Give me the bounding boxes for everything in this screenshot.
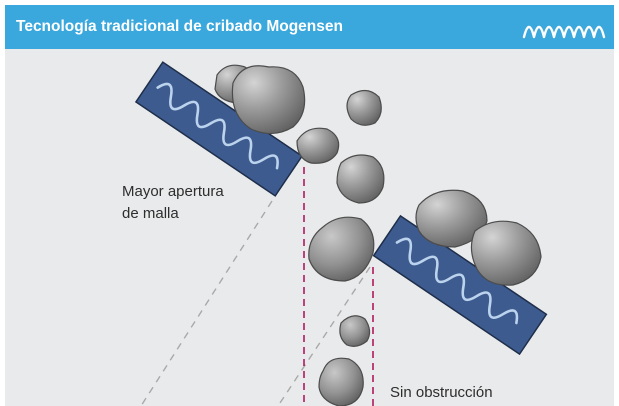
rock — [336, 154, 385, 204]
lower-deck-wave — [395, 237, 519, 325]
rock — [346, 89, 382, 126]
gray-dashed-line-left — [140, 200, 273, 406]
rocks — [214, 64, 542, 406]
rock — [296, 127, 340, 164]
rock — [470, 220, 542, 286]
gray-dashed-line-right — [277, 266, 371, 406]
guide-lines — [140, 167, 374, 406]
larger-mesh-label-line2: de malla — [122, 205, 179, 222]
header-title: Tecnología tradicional de cribado Mogens… — [16, 18, 343, 35]
diagram-panel: Tecnología tradicional de cribado Mogens… — [5, 5, 614, 406]
upper-deck-wave — [156, 82, 279, 170]
lower-screen-deck — [372, 214, 548, 356]
rock — [339, 315, 371, 347]
upper-screen-deck — [134, 61, 304, 197]
no-obstruction-label: Sin obstrucción — [390, 384, 493, 401]
header-bar: Tecnología tradicional de cribado Mogens… — [5, 5, 614, 49]
screening-diagram — [134, 61, 548, 406]
rock — [308, 216, 375, 282]
larger-mesh-label: Mayor apertura de malla — [122, 181, 224, 225]
rock — [231, 65, 306, 135]
wave-logo-icon — [522, 25, 606, 39]
larger-mesh-label-line1: Mayor apertura — [122, 183, 224, 200]
rock — [318, 357, 364, 406]
